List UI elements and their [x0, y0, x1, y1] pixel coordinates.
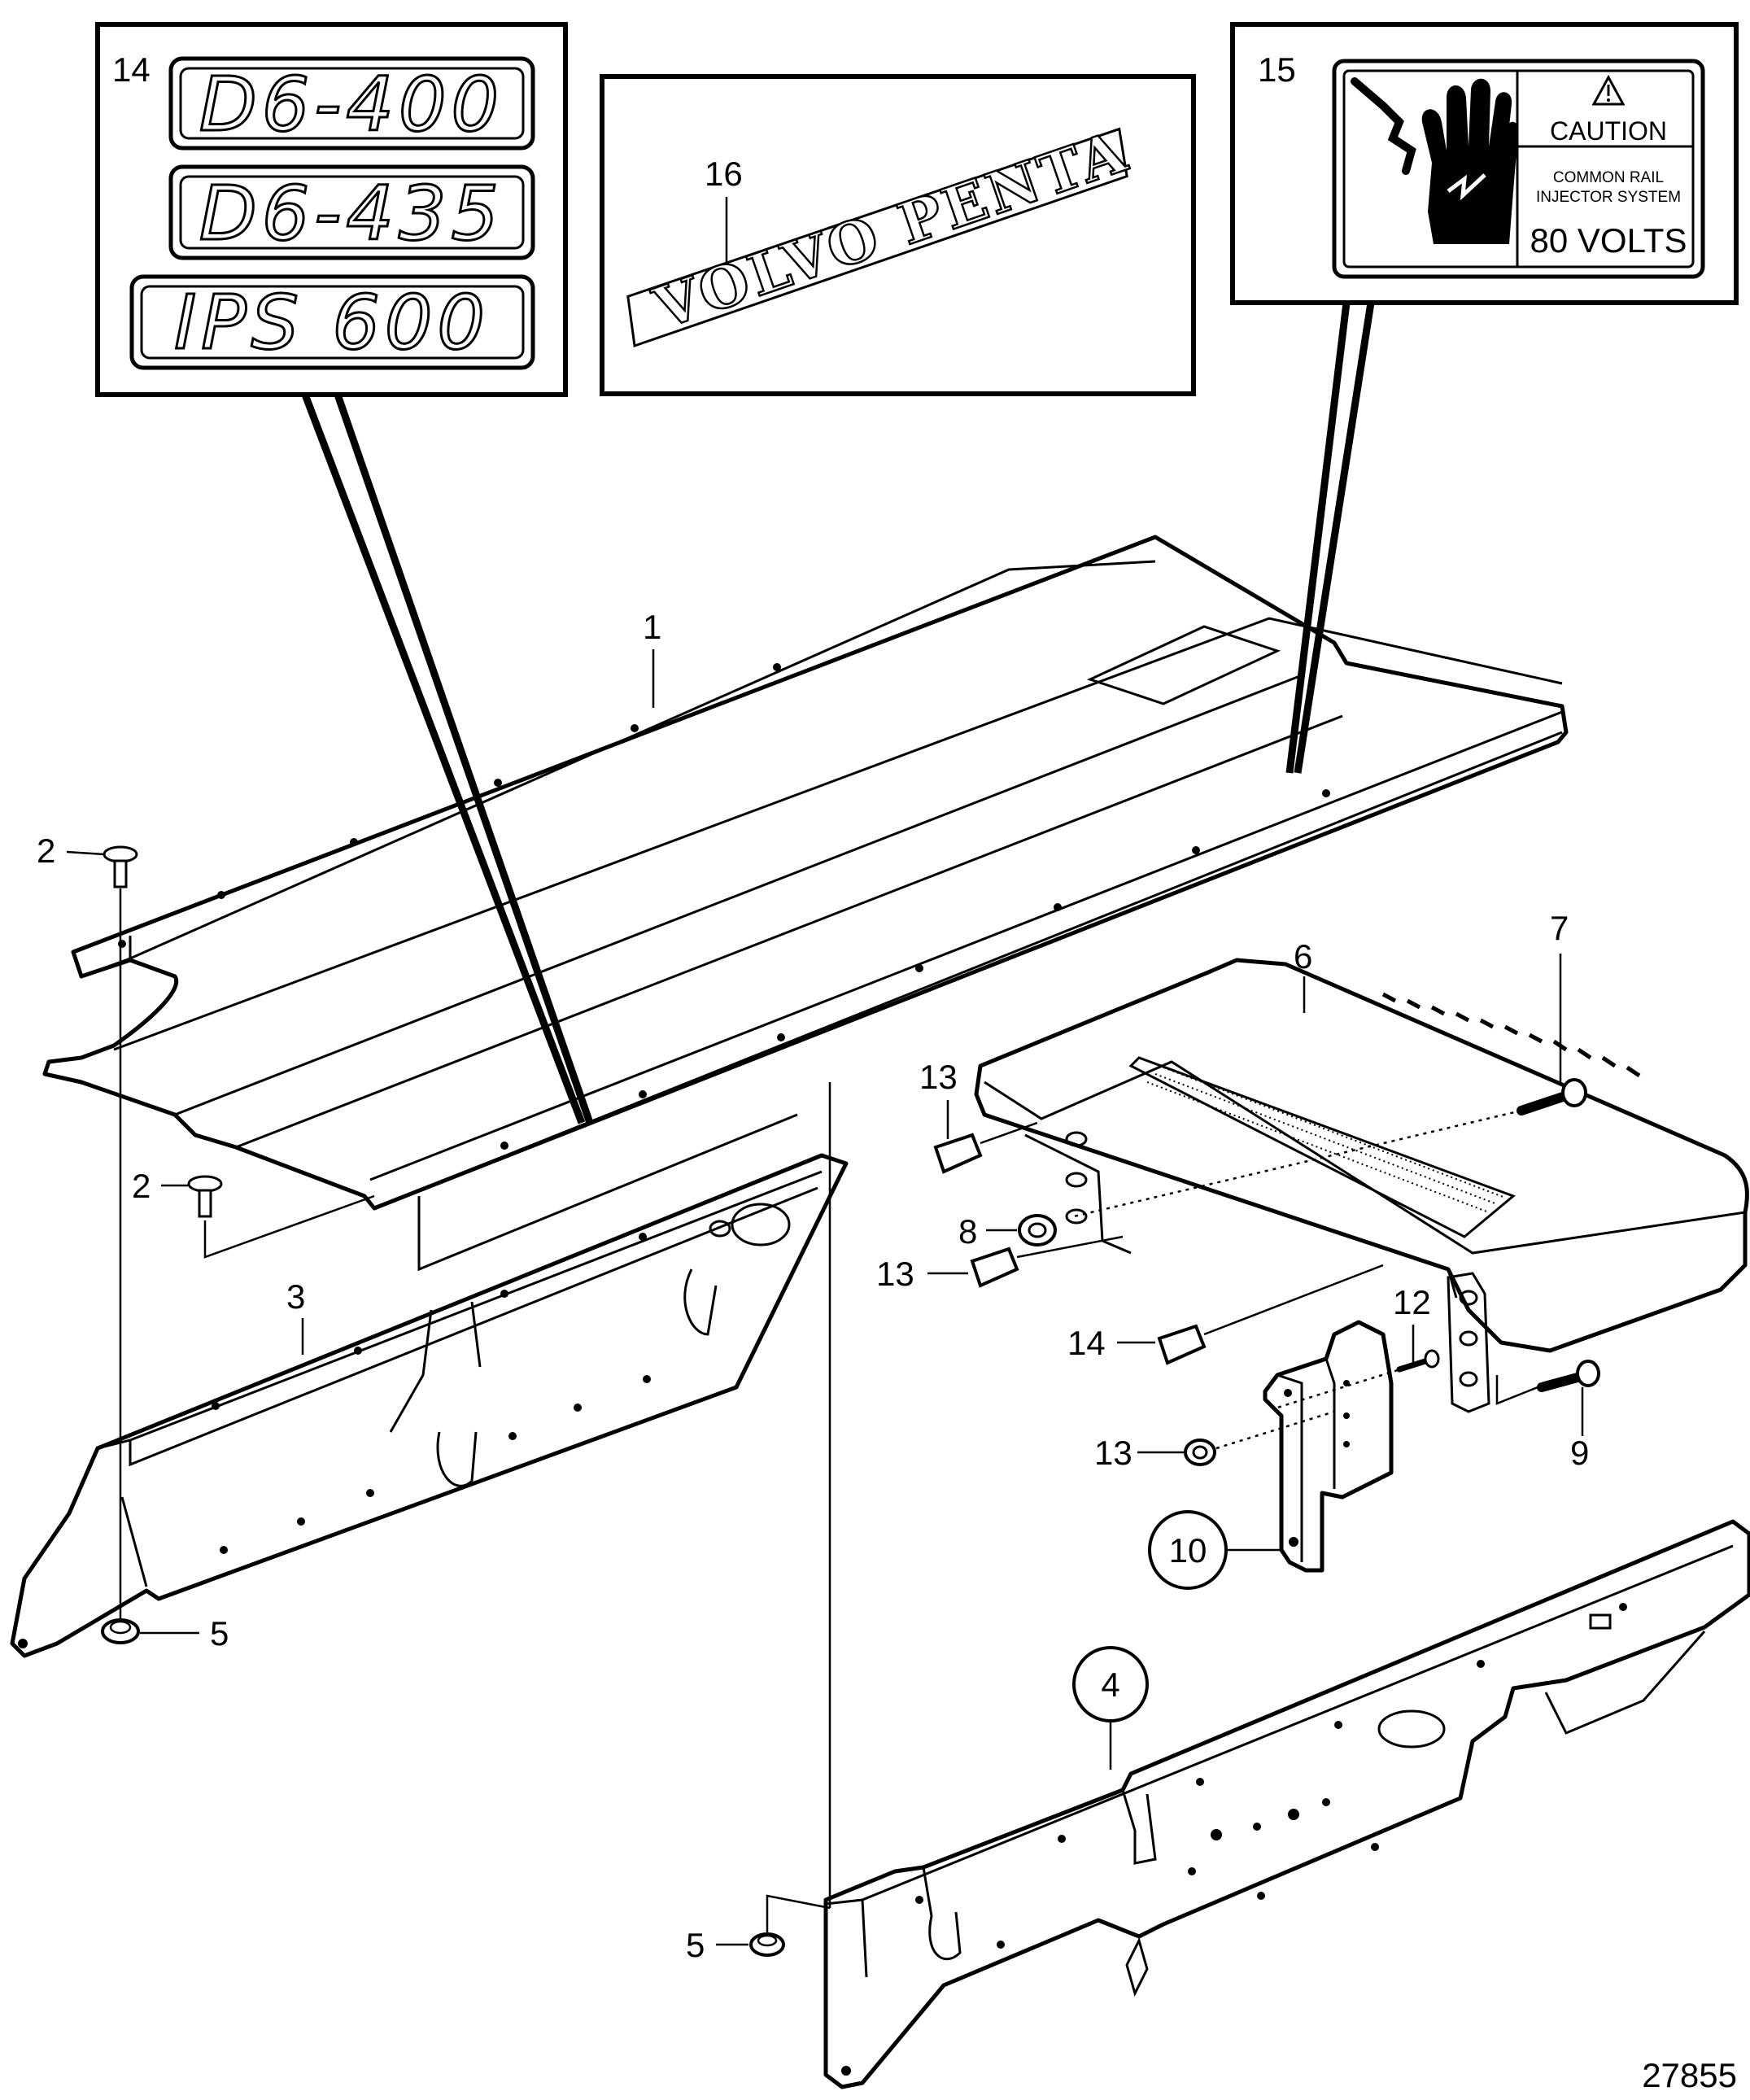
cover-6-side-hinge: [1447, 1272, 1490, 1413]
part-11-screw: 12: [1276, 1283, 1440, 1409]
callout-1: 1: [643, 608, 661, 646]
callout-5-left: 5: [210, 1614, 229, 1652]
part-2-screw-upper: 2: [37, 832, 138, 1631]
detail-leaders: [301, 302, 1375, 1124]
part-4-right-bracket: 4: [823, 1519, 1750, 2089]
part-1-top-cover: 1: [42, 535, 1569, 1272]
callout-2-lower: 2: [132, 1167, 151, 1205]
detail-box-16: 16 VOLVO PENTA: [600, 74, 1196, 396]
callout-16: 16: [705, 155, 743, 193]
callout-13-a: 13: [919, 1058, 958, 1096]
cover-holes: [118, 663, 1330, 1150]
part-13-pad-c: 14: [1067, 1264, 1384, 1365]
callout-12: 13: [1094, 1434, 1132, 1472]
detail-box-14: 14 D6-400 D6-435 IPS 600: [95, 22, 568, 397]
badge-d6-435: D6-435: [168, 164, 535, 260]
callout-10: 10: [1169, 1531, 1207, 1570]
warning-triangle-icon: [1591, 74, 1626, 106]
callout-14: 14: [112, 50, 151, 89]
figure-number: 27855: [1642, 2056, 1737, 2094]
part-5-nut-left: 5: [101, 1614, 229, 1652]
part-13-pad-a: 13: [919, 1058, 1038, 1174]
callout-8: 8: [958, 1212, 977, 1251]
caution-label: CAUTION COMMON RAIL INJECTOR SYSTEM 80 V…: [1332, 59, 1705, 279]
callout-6: 6: [1294, 937, 1312, 976]
bracket-4-holes: [841, 1603, 1627, 2076]
part-12-nut: 13: [1094, 1410, 1335, 1472]
callout-13-c: 14: [1067, 1324, 1106, 1362]
caution-line-3: 80 VOLTS: [1530, 221, 1687, 260]
part-9-bolt: 9: [1495, 1360, 1600, 1472]
svg-text:D6-400: D6-400: [199, 61, 504, 148]
callout-9: 9: [1570, 1434, 1589, 1472]
part-7-bolt: 7: [1073, 909, 1587, 1218]
part-2-screw-lower: 2: [132, 1167, 375, 1259]
svg-text:IPS 600: IPS 600: [174, 279, 490, 366]
callout-15: 15: [1258, 50, 1296, 89]
callout-13-b: 13: [876, 1255, 914, 1293]
part-8-nut: 8: [958, 1212, 1057, 1251]
part-6-rear-cover: 6: [974, 937, 1749, 1353]
caution-line-1: COMMON RAIL: [1553, 169, 1664, 186]
detail-box-15: 15 CAUTION COMMON RAIL INJECTOR SYSTEM 8…: [1230, 22, 1739, 305]
part-10-mounting-bracket: 10: [1148, 1320, 1394, 1590]
callout-11: 12: [1393, 1283, 1431, 1321]
caution-heading: CAUTION: [1550, 116, 1667, 146]
badge-d6-400: D6-400: [168, 56, 535, 151]
part-3-left-bracket: 3: [10, 1153, 849, 1658]
callout-3: 3: [286, 1277, 305, 1316]
part-13-pad-b: 13: [876, 1235, 1124, 1293]
callout-7: 7: [1550, 909, 1569, 947]
bracket-3-holes: [18, 1233, 651, 1648]
callout-5-right: 5: [686, 1926, 705, 1964]
svg-text:D6-435: D6-435: [199, 170, 504, 257]
cover-6-grille: [1128, 1056, 1516, 1238]
callout-2-upper: 2: [37, 832, 55, 870]
callout-4: 4: [1101, 1666, 1119, 1704]
electric-shock-hand-icon: [1351, 77, 1519, 244]
caution-line-2: INJECTOR SYSTEM: [1536, 189, 1681, 206]
badge-ips-600: IPS 600: [129, 274, 535, 370]
part-5-nut-right: 5: [686, 1082, 831, 1964]
